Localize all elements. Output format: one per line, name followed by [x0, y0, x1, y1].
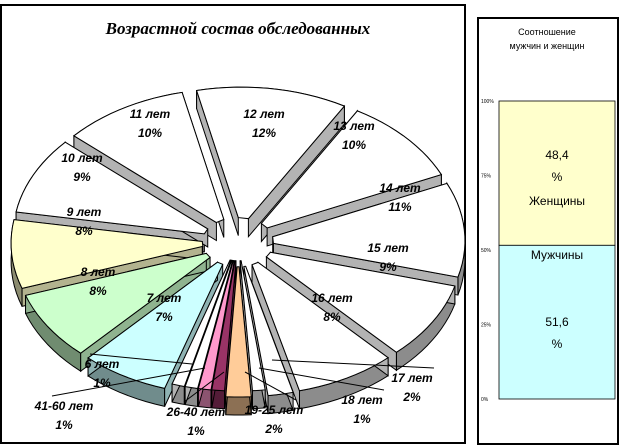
series-name: Женщины — [529, 194, 585, 208]
slice-label: 18 лет — [341, 393, 383, 407]
age-pie-chart-panel: Возрастной состав обследованных 12 лет 12… — [0, 4, 466, 444]
slice-label: 17 лет — [391, 371, 433, 385]
pie-slice — [239, 260, 266, 410]
gender-ratio-chart-panel: Соотношение мужчин и женщин 100% 75% 50% 25… — [477, 17, 619, 445]
slice-label: 26-40 лет — [166, 405, 226, 419]
slice-percent: 9% — [73, 170, 91, 184]
slice-label: 13 лет — [333, 119, 375, 133]
slice-percent: 10% — [138, 126, 162, 140]
slice-label: 15 лет — [367, 241, 409, 255]
slice-leader-line — [183, 371, 225, 403]
slice-percent: 9% — [379, 260, 397, 274]
slice-label: 7 лет — [147, 291, 182, 305]
slice-label: 6 лет — [85, 357, 120, 371]
slice-label: 19-25 лет — [245, 403, 304, 417]
series-unit: % — [552, 337, 563, 351]
slice-percent: 8% — [75, 224, 93, 238]
slice-percent: 10% — [342, 138, 366, 152]
slice-percent: 1% — [55, 418, 73, 432]
series-value: 51,6 — [545, 315, 569, 329]
gender-ratio-chart: Соотношение мужчин и женщин 100% 75% 50% 25… — [481, 27, 616, 403]
y-tick-label: 50% — [481, 248, 492, 254]
gender-chart-title-line-2: мужчин и женщин — [510, 41, 585, 51]
slice-leader-line — [89, 353, 193, 365]
pie-slice — [195, 86, 346, 239]
pie-slice — [211, 260, 237, 410]
slice-leader-line — [258, 367, 385, 391]
pie-slice — [225, 266, 252, 416]
slice-percent: 1% — [353, 412, 371, 426]
y-tick-label: 100% — [481, 99, 494, 105]
slice-label: 10 лет — [61, 151, 103, 165]
slice-label: 41-60 лет — [34, 399, 94, 413]
slice-label: 14 лет — [379, 181, 421, 195]
y-tick-label: 25% — [481, 323, 492, 329]
slice-label: 11 лет — [130, 107, 171, 121]
slice-percent: 7% — [155, 310, 173, 324]
slice-label: 12 лет — [243, 107, 285, 121]
slice-percent: 2% — [264, 422, 283, 436]
y-tick-label: 75% — [481, 174, 492, 180]
slice-leader-line — [244, 371, 297, 401]
bar-segment-men: Мужчины 51,6% — [498, 244, 616, 400]
pie-chart-title: Возрастной состав обследованных — [105, 19, 371, 38]
slice-percent: 8% — [323, 310, 341, 324]
series-value: 48,4 — [545, 148, 569, 162]
y-tick-label: 0% — [481, 397, 489, 403]
slice-percent: 2% — [402, 390, 421, 404]
slice-percent: 1% — [187, 424, 205, 438]
slice-label: 8 лет — [81, 265, 116, 279]
slice-leader-line — [51, 367, 206, 397]
series-name: Мужчины — [531, 248, 583, 262]
gender-chart-title-line-1: Соотношение — [518, 27, 576, 37]
slice-percent: 8% — [89, 284, 107, 298]
age-pie-chart: Возрастной состав обследованных 12 лет 12… — [10, 19, 466, 438]
slice-percent: 12% — [252, 126, 276, 140]
slice-percent: 11% — [388, 200, 411, 214]
slice-label: 16 лет — [311, 291, 353, 305]
bar-segment-women: Женщины 48,4% — [498, 100, 616, 246]
slice-leader-line — [271, 359, 435, 369]
series-unit: % — [552, 170, 563, 184]
slice-label: 9 лет — [67, 205, 102, 219]
